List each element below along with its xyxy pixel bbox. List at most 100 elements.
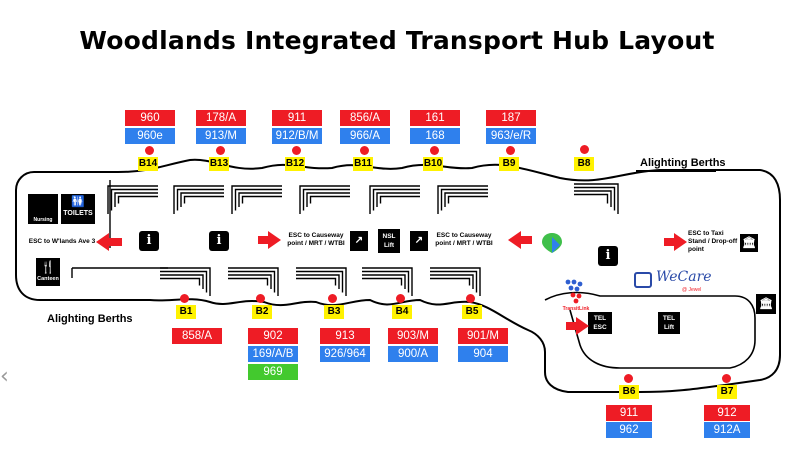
alighting-berths-bottom: Alighting Berths bbox=[47, 313, 133, 325]
bottom-route-B2-blue: 169/A/B bbox=[248, 346, 298, 362]
bay-lane bbox=[296, 267, 347, 296]
berth-B12-marker bbox=[292, 146, 301, 155]
bottom-route-B2-red: 902 bbox=[248, 328, 298, 344]
top-route-B10-red: 161 bbox=[410, 110, 460, 126]
berth-B13-label: B13 bbox=[209, 157, 229, 171]
tel-lift-icon: TEL Lift bbox=[658, 312, 680, 334]
location-pin-icon bbox=[542, 233, 562, 253]
bay-lane bbox=[160, 277, 201, 286]
esc-woodlands-label: ESC to W'lands Ave 3 bbox=[28, 238, 96, 245]
right-route-B6-red: 911 bbox=[606, 405, 652, 421]
berth-B11-label: B11 bbox=[353, 157, 373, 171]
bay-lane bbox=[306, 192, 350, 207]
top-route-B13-blue: 913/M bbox=[196, 128, 246, 144]
bay-lane bbox=[114, 192, 158, 207]
info-icon: i bbox=[139, 231, 159, 251]
top-route-B9-blue: 963/e/R bbox=[486, 128, 536, 144]
wecare-sub: @ Jewel bbox=[682, 287, 702, 293]
prev-chevron-icon[interactable]: ‹ bbox=[0, 364, 9, 389]
escalator-icon: ↗ bbox=[350, 231, 368, 251]
bay-lane bbox=[238, 192, 282, 207]
bay-lane bbox=[362, 274, 406, 289]
bay-lane bbox=[447, 195, 488, 204]
arrow-woodlands bbox=[96, 233, 109, 251]
top-bays bbox=[107, 183, 619, 214]
bay-lane bbox=[183, 195, 224, 204]
bottom-route-B3-red: 913 bbox=[320, 328, 370, 344]
bay-lane bbox=[430, 277, 471, 286]
berth-B9-marker bbox=[506, 146, 515, 155]
arrow-taxi-shaft bbox=[664, 238, 676, 246]
berth-B3-marker bbox=[328, 294, 337, 303]
toilets-label: TOILETS bbox=[63, 210, 93, 217]
top-route-B14-blue: 960e bbox=[125, 128, 175, 144]
right-route-B6-blue: 962 bbox=[606, 422, 652, 438]
bay-lane bbox=[231, 185, 282, 214]
berth-b8-marker bbox=[580, 145, 589, 154]
nursing-room-icon: Nursing Room bbox=[28, 194, 58, 275]
bay-lane bbox=[362, 277, 403, 286]
alighting-berths-top: Alighting Berths bbox=[640, 157, 726, 169]
berth-B1-marker bbox=[180, 294, 189, 303]
arrow-causeway-1 bbox=[268, 231, 281, 249]
bay-lane bbox=[430, 274, 474, 289]
bay-lane bbox=[574, 186, 616, 211]
top-route-B9-red: 187 bbox=[486, 110, 536, 126]
arrow-taxi bbox=[674, 233, 687, 251]
bay-lane bbox=[379, 195, 420, 204]
bay-lane bbox=[110, 188, 158, 211]
bay-lane bbox=[440, 188, 488, 211]
bay-lane bbox=[362, 270, 410, 293]
esc-causeway-1-label: ESC to Causeway point / MRT / WTBI bbox=[287, 232, 345, 247]
bay-lane bbox=[160, 274, 204, 289]
berth-B14-label: B14 bbox=[138, 157, 158, 171]
berth-b8-label: B8 bbox=[574, 157, 594, 171]
bottom-route-B4-red: 903/M bbox=[388, 328, 438, 344]
bay-lane bbox=[234, 188, 282, 211]
bay-lane bbox=[430, 270, 478, 293]
tel-esc-label: TEL ESC bbox=[593, 315, 607, 331]
tel-esc-icon: TEL ESC bbox=[588, 312, 612, 334]
info-icon: i bbox=[209, 231, 229, 251]
berth-B10-label: B10 bbox=[423, 157, 443, 171]
wecare-bus-icon bbox=[634, 272, 652, 288]
berth-B9-label: B9 bbox=[499, 157, 519, 171]
bay-lane bbox=[228, 277, 269, 286]
bay-lane bbox=[180, 192, 224, 207]
berth-B12-label: B12 bbox=[285, 157, 305, 171]
bay-lane bbox=[369, 185, 420, 214]
esc-causeway-2-label: ESC to Causeway point / MRT / WTBI bbox=[435, 232, 493, 247]
wecare-logo: WeCare bbox=[656, 269, 712, 285]
berth-B6-label: B6 bbox=[619, 385, 639, 399]
bay-lane bbox=[574, 183, 619, 214]
transitlink-logo bbox=[565, 279, 583, 304]
bay-lane bbox=[430, 267, 481, 296]
berth-B13-marker bbox=[216, 146, 225, 155]
bay-lane bbox=[299, 185, 350, 214]
info-icon: i bbox=[598, 246, 618, 266]
bay-lane bbox=[228, 267, 279, 296]
berth-B11-marker bbox=[360, 146, 369, 155]
arrow-causeway-2-shaft bbox=[520, 236, 532, 244]
bay-lane bbox=[160, 267, 211, 296]
bay-lane bbox=[117, 195, 158, 204]
bay-lane bbox=[376, 192, 420, 207]
bay-lane bbox=[302, 188, 350, 211]
bottom-route-B5-blue: 904 bbox=[458, 346, 508, 362]
nsl-lift-icon: NSL Lift bbox=[378, 229, 400, 253]
bay-lane bbox=[107, 185, 158, 214]
bay-lane bbox=[176, 188, 224, 211]
bottom-route-B3-blue: 926/964 bbox=[320, 346, 370, 362]
arrow-tel-shaft bbox=[566, 322, 578, 330]
bay-lane bbox=[160, 270, 208, 293]
top-route-B14-red: 960 bbox=[125, 110, 175, 126]
arrow-causeway-2 bbox=[508, 231, 521, 249]
page-title: Woodlands Integrated Transport Hub Layou… bbox=[79, 26, 715, 55]
bay-lane bbox=[228, 270, 276, 293]
top-route-B13-red: 178/A bbox=[196, 110, 246, 126]
top-route-B10-blue: 168 bbox=[410, 128, 460, 144]
bay-lane bbox=[296, 274, 340, 289]
bay-lane bbox=[241, 195, 282, 204]
berth-B7-marker bbox=[722, 374, 731, 383]
